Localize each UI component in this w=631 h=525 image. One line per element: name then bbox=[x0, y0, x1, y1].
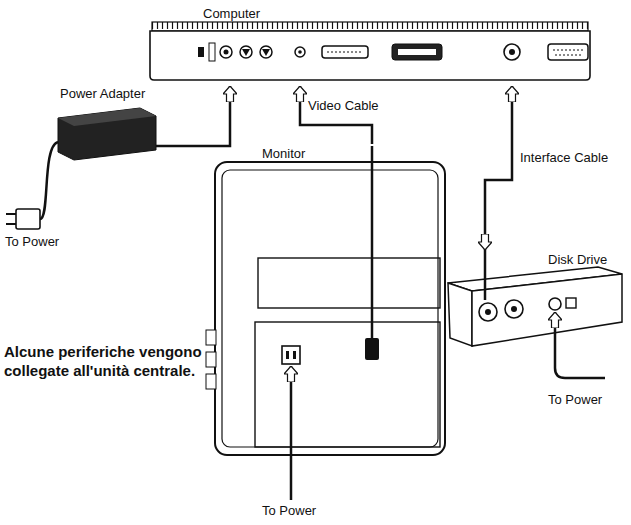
din-port bbox=[505, 300, 523, 318]
keyboard-grille bbox=[152, 22, 588, 31]
power-cord bbox=[290, 366, 293, 500]
power-cord bbox=[555, 312, 605, 378]
cable bbox=[484, 250, 487, 300]
cable bbox=[371, 146, 374, 338]
connector bbox=[322, 46, 368, 58]
monitor-housing bbox=[215, 162, 445, 455]
switch bbox=[198, 47, 204, 57]
power-socket bbox=[282, 346, 300, 364]
device-label: Computer bbox=[203, 6, 260, 21]
monitor-button bbox=[206, 352, 216, 367]
device-label: Power Adapter bbox=[60, 86, 145, 101]
plug-prong bbox=[6, 223, 16, 225]
monitor-drawing bbox=[206, 146, 445, 500]
cable-label: Video Cable bbox=[306, 98, 381, 113]
cable bbox=[300, 86, 372, 144]
cable-label: Interface Cable bbox=[518, 150, 610, 165]
drive-side bbox=[448, 283, 472, 346]
connector bbox=[548, 44, 588, 60]
device-node: Disk Drive bbox=[440, 250, 625, 350]
switch bbox=[566, 298, 576, 308]
video-port bbox=[295, 47, 305, 57]
drive-back bbox=[472, 274, 622, 346]
cord bbox=[156, 145, 160, 148]
adapter-top bbox=[58, 108, 156, 126]
connector-pins bbox=[327, 52, 363, 53]
video-connector bbox=[365, 338, 379, 360]
interface-port bbox=[504, 44, 520, 60]
connector bbox=[392, 44, 442, 60]
din-port bbox=[479, 303, 497, 321]
port-pin bbox=[511, 306, 517, 312]
monitor-slot bbox=[258, 258, 440, 308]
socket-slot bbox=[293, 351, 296, 359]
monitor-base bbox=[255, 322, 440, 447]
port bbox=[220, 46, 232, 58]
device-label: Disk Drive bbox=[548, 252, 607, 267]
plug bbox=[16, 209, 40, 229]
power-label: To Power bbox=[5, 234, 59, 249]
port bbox=[240, 46, 252, 58]
cable bbox=[485, 86, 512, 250]
plug-prong bbox=[6, 213, 16, 215]
cord bbox=[40, 142, 58, 219]
connector-pins bbox=[555, 55, 581, 56]
power-adapter-drawing bbox=[6, 108, 160, 229]
adapter-body bbox=[58, 108, 156, 160]
connector-pins bbox=[553, 50, 583, 51]
device-label: Monitor bbox=[262, 146, 305, 161]
device-node: Power Adapter bbox=[40, 84, 160, 160]
port-pin bbox=[298, 50, 302, 54]
monitor-button bbox=[206, 374, 216, 389]
disk-drive-drawing bbox=[448, 250, 622, 378]
computer-drawing bbox=[150, 22, 590, 80]
monitor-button bbox=[206, 330, 216, 345]
port-pin bbox=[485, 309, 491, 315]
power-label: To Power bbox=[548, 392, 602, 407]
port-pin bbox=[224, 50, 229, 55]
device-node: Monitor bbox=[212, 144, 452, 460]
switch bbox=[209, 43, 215, 61]
port bbox=[260, 46, 272, 58]
socket-slot bbox=[286, 351, 289, 359]
port-pin bbox=[262, 49, 270, 56]
connector-slot bbox=[398, 49, 436, 55]
back-panel bbox=[150, 31, 590, 80]
cable bbox=[160, 86, 230, 146]
power-label: To Power bbox=[262, 503, 316, 518]
caption: Alcune periferiche vengono collegate all… bbox=[4, 342, 204, 380]
port-pin bbox=[242, 49, 250, 56]
port-pin bbox=[509, 49, 515, 55]
device-node: Computer bbox=[148, 4, 593, 86]
power-socket bbox=[549, 298, 561, 310]
